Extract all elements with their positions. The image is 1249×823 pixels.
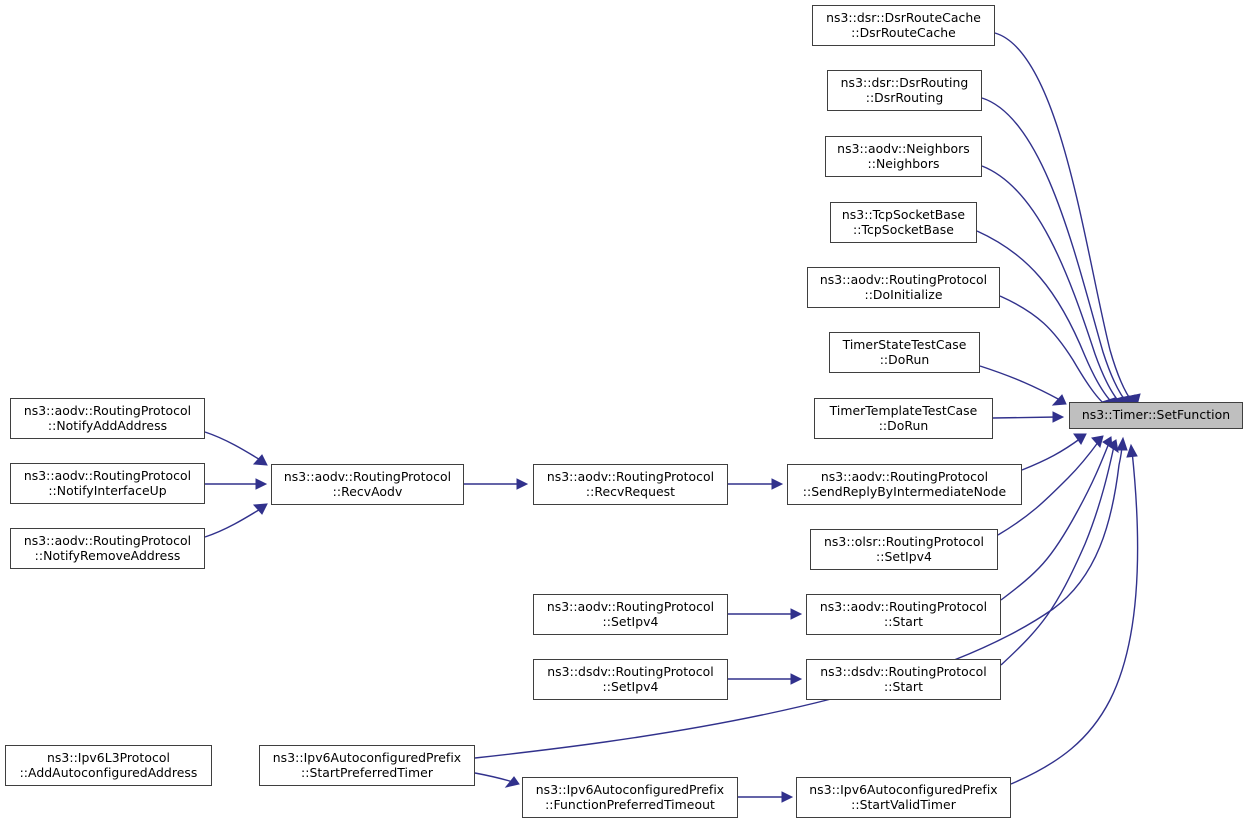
edge-arrowhead-icon [790,608,803,620]
graph-node-ipv6_functionpreferred[interactable]: ns3::Ipv6AutoconfiguredPrefix ::Function… [522,777,738,818]
edge-line [992,416,1058,419]
graph-node-label: ns3::olsr::RoutingProtocol ::SetIpv4 [824,534,984,564]
edge-line [1010,450,1139,785]
graph-node-label: ns3::dsr::DsrRouting ::DsrRouting [840,75,969,105]
graph-node-aodv_start[interactable]: ns3::aodv::RoutingProtocol ::Start [806,594,1001,635]
graph-node-label: ns3::dsdv::RoutingProtocol ::Start [820,664,987,694]
edge-arrowhead-icon [1107,439,1119,454]
graph-node-label: ns3::aodv::RoutingProtocol ::SendReplyBy… [802,469,1007,499]
graph-edge-aodv_setipv4-to-aodv_start [728,608,803,620]
graph-node-label: ns3::dsdv::RoutingProtocol ::SetIpv4 [547,664,714,694]
graph-node-aodv_setipv4[interactable]: ns3::aodv::RoutingProtocol ::SetIpv4 [533,594,728,635]
edge-arrowhead-icon [516,478,529,490]
edge-arrowhead-icon [1052,411,1065,423]
graph-node-ipv6_startvalid[interactable]: ns3::Ipv6AutoconfiguredPrefix ::StartVal… [796,777,1011,818]
graph-node-label: ns3::aodv::RoutingProtocol ::RecvAodv [283,469,452,499]
edge-arrowhead-icon [1051,394,1067,406]
graph-edge-timertemplate_dorun-to-timer_setfunction [992,411,1065,423]
graph-edge-dsdv_setipv4-to-dsdv_start [728,673,803,685]
edge-arrowhead-icon [781,791,794,803]
graph-node-label: ns3::Ipv6AutoconfiguredPrefix ::StartVal… [809,782,998,812]
graph-node-dsr_routing[interactable]: ns3::dsr::DsrRouting ::DsrRouting [827,70,982,111]
graph-node-aodv_recvrequest[interactable]: ns3::aodv::RoutingProtocol ::RecvRequest [533,464,728,505]
graph-edge-aodv_notifyaddaddress-to-aodv_recvaodv [204,431,268,466]
graph-node-label: ns3::aodv::RoutingProtocol ::NotifyInter… [23,468,192,498]
graph-node-label: ns3::TcpSocketBase ::TcpSocketBase [841,207,966,237]
graph-edge-tcp_socket_base-to-timer_setfunction [976,230,1124,414]
graph-node-label: ns3::aodv::RoutingProtocol ::RecvRequest [546,469,715,499]
graph-node-label: ns3::aodv::RoutingProtocol ::NotifyAddAd… [23,403,192,433]
edge-arrowhead-icon [255,478,268,490]
edge-arrowhead-icon [252,454,268,466]
graph-edge-aodv_notifyremoveaddress-to-aodv_recvaodv [204,503,268,538]
graph-node-label: ns3::Timer::SetFunction [1081,407,1231,423]
graph-node-label: ns3::Ipv6L3Protocol ::AddAutoconfiguredA… [19,750,198,780]
graph-node-dsdv_start[interactable]: ns3::dsdv::RoutingProtocol ::Start [806,659,1001,700]
graph-node-aodv_notifyinterfaceup[interactable]: ns3::aodv::RoutingProtocol ::NotifyInter… [10,463,205,504]
graph-node-label: ns3::aodv::RoutingProtocol ::DoInitializ… [819,272,988,302]
graph-edge-dsr_routing-to-timer_setfunction [981,97,1136,412]
graph-node-label: ns3::aodv::RoutingProtocol ::NotifyRemov… [23,533,192,563]
edge-line [976,230,1117,407]
graph-edge-ipv6_startpreferred-to-ipv6_functionpreferred [474,772,520,788]
edge-line [999,295,1109,408]
graph-node-dsr_routecache[interactable]: ns3::dsr::DsrRouteCache ::DsrRouteCache [812,5,995,46]
graph-node-label: ns3::dsr::DsrRouteCache ::DsrRouteCache [826,10,981,40]
edge-arrowhead-icon [771,478,784,490]
edge-line [994,32,1134,404]
edge-line [979,365,1061,401]
edge-line [1021,437,1082,471]
graph-node-olsr_setipv4[interactable]: ns3::olsr::RoutingProtocol ::SetIpv4 [810,529,998,570]
graph-node-ipv6_startpreferred[interactable]: ns3::Ipv6AutoconfiguredPrefix ::StartPre… [259,745,475,786]
graph-node-timertemplate_dorun[interactable]: TimerTemplateTestCase ::DoRun [814,398,993,439]
graph-node-timerstate_dorun[interactable]: TimerStateTestCase ::DoRun [829,332,980,373]
edge-line [474,772,514,783]
graph-edge-aodv_neighbors-to-timer_setfunction [981,165,1130,413]
graph-edge-aodv_recvrequest-to-aodv_sendreply [728,478,784,490]
graph-edge-aodv_notifyinterfaceup-to-aodv_recvaodv [205,478,268,490]
graph-node-label: ns3::Ipv6AutoconfiguredPrefix ::StartPre… [272,750,462,780]
edge-arrowhead-icon [1126,443,1138,458]
graph-edge-aodv_start-to-timer_setfunction [1000,436,1113,601]
graph-node-label: ns3::Ipv6AutoconfiguredPrefix ::Function… [535,782,725,812]
edge-arrowhead-icon [504,776,520,788]
graph-node-dsdv_setipv4[interactable]: ns3::dsdv::RoutingProtocol ::SetIpv4 [533,659,728,700]
graph-edge-aodv_sendreply-to-timer_setfunction [1021,433,1087,471]
graph-edge-ipv6_startvalid-to-timer_setfunction [1010,443,1139,785]
graph-node-tcp_socket_base[interactable]: ns3::TcpSocketBase ::TcpSocketBase [830,202,977,243]
edge-line [204,431,263,462]
graph-node-label: ns3::aodv::RoutingProtocol ::SetIpv4 [546,599,715,629]
graph-node-label: TimerTemplateTestCase ::DoRun [829,403,978,433]
edge-arrowhead-icon [1073,433,1087,445]
graph-edge-ipv6_functionpreferred-to-ipv6_startvalid [738,791,794,803]
graph-node-aodv_neighbors[interactable]: ns3::aodv::Neighbors ::Neighbors [825,136,982,177]
graph-node-label: TimerStateTestCase ::DoRun [842,337,967,367]
edge-arrowhead-icon [252,503,268,515]
edge-line [204,507,263,538]
edge-arrowhead-icon [1116,436,1128,451]
edge-arrowhead-icon [1102,436,1113,449]
graph-node-aodv_notifyaddaddress[interactable]: ns3::aodv::RoutingProtocol ::NotifyAddAd… [10,398,205,439]
edge-arrowhead-icon [1091,435,1104,449]
edge-arrowhead-icon [790,673,803,685]
edge-line [981,97,1129,405]
graph-edge-dsr_routecache-to-timer_setfunction [994,32,1141,411]
graph-node-aodv_doinitialize[interactable]: ns3::aodv::RoutingProtocol ::DoInitializ… [807,267,1000,308]
graph-node-aodv_sendreply[interactable]: ns3::aodv::RoutingProtocol ::SendReplyBy… [787,464,1022,505]
graph-edge-aodv_doinitialize-to-timer_setfunction [999,295,1116,415]
graph-node-timer_setfunction[interactable]: ns3::Timer::SetFunction [1069,402,1243,429]
graph-node-label: ns3::aodv::Neighbors ::Neighbors [837,141,970,171]
graph-node-ipv6l3_addautoconf[interactable]: ns3::Ipv6L3Protocol ::AddAutoconfiguredA… [5,745,212,786]
graph-node-aodv_notifyremoveaddress[interactable]: ns3::aodv::RoutingProtocol ::NotifyRemov… [10,528,205,569]
graph-node-label: ns3::aodv::RoutingProtocol ::Start [819,599,988,629]
edge-line [981,165,1123,406]
graph-edge-aodv_recvaodv-to-aodv_recvrequest [464,478,529,490]
graph-node-aodv_recvaodv[interactable]: ns3::aodv::RoutingProtocol ::RecvAodv [271,464,464,505]
